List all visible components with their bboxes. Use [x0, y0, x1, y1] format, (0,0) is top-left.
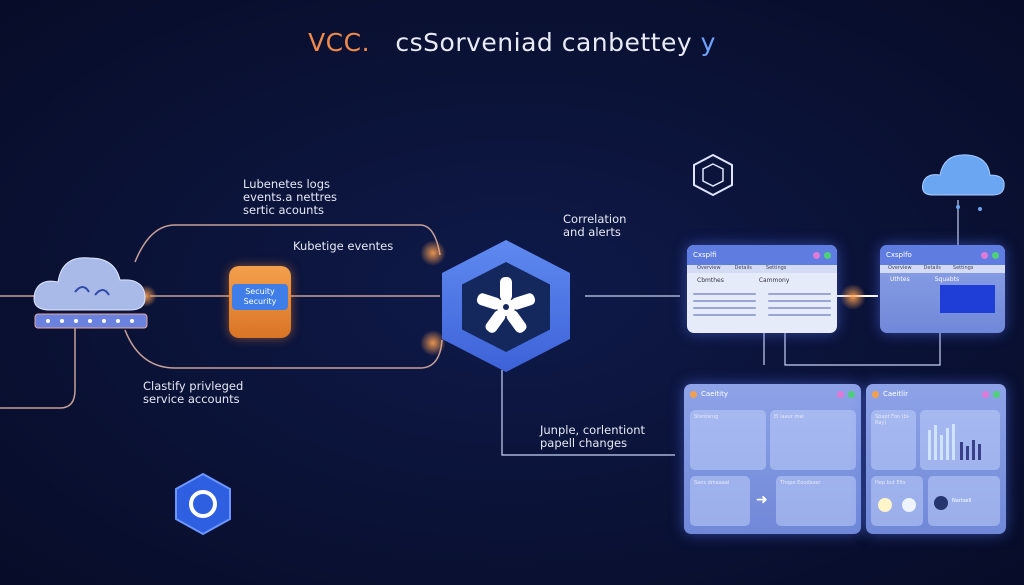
cloud-server-icon	[30, 240, 150, 335]
arrow-right-icon: ➜	[756, 492, 768, 508]
dashboard-panel-bottom-left[interactable]: Caeitity Stentsrug El laaur mai Sans dma…	[684, 384, 861, 534]
cloud-icon	[922, 154, 1005, 211]
kubernetes-events-label: Kubetige eventes	[293, 239, 394, 253]
connector	[784, 333, 941, 366]
cube-icon	[693, 153, 733, 197]
connector	[124, 329, 443, 369]
connector	[0, 320, 76, 409]
diagram-title: VCC. csSorveniad canbettey y	[308, 28, 716, 57]
connector	[501, 370, 675, 456]
bar-chart-card	[920, 410, 1000, 470]
connector	[134, 224, 441, 263]
helm-wheel-icon	[475, 277, 537, 335]
shield-icon	[175, 472, 231, 536]
dashboard-panel-bottom-right[interactable]: Caeitlir Sbapt Fon (bi-Ray) Hep but Eits…	[866, 384, 1006, 534]
